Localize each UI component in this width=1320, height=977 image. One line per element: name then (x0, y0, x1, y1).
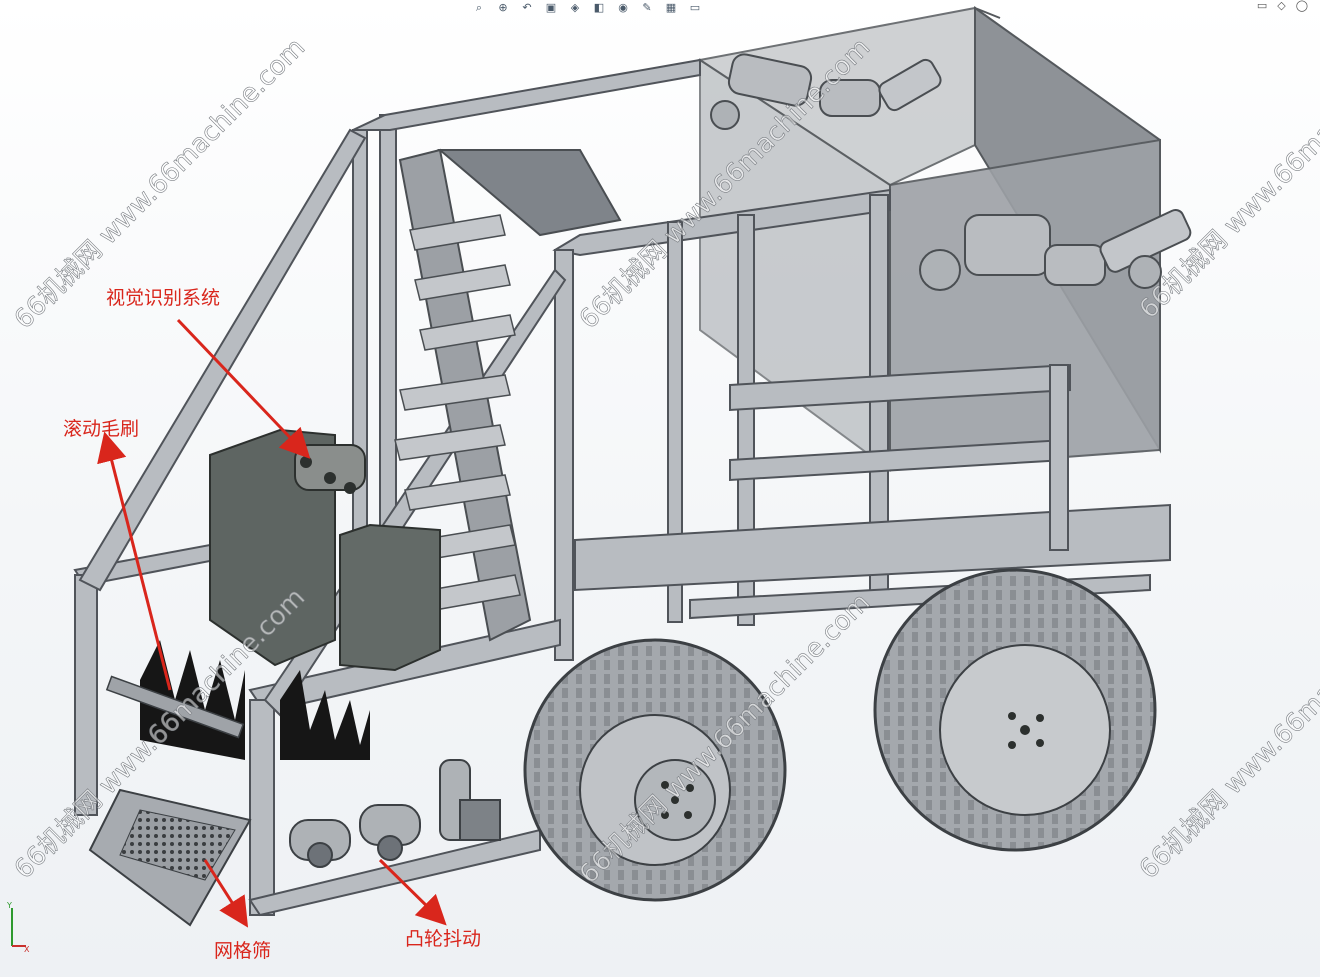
watermark-text: 66机械网 www.66machine.com (1134, 23, 1320, 325)
elevator-conveyor (394, 148, 622, 642)
label-mesh-sieve: 网格筛 (214, 940, 272, 962)
view-settings-icon[interactable]: ▭ (689, 0, 701, 14)
heads-up-view-toolbar: ⌕ ⊕ ↶ ▣ ◈ ◧ ◉ ✎ ▦ ▭ (470, 0, 830, 14)
display-style-icon[interactable]: ◧ (593, 0, 605, 14)
mesh-sieve (88, 788, 252, 927)
wheel-rear (873, 568, 1157, 852)
watermark-text: 66机械网 www.66machine.com (1134, 583, 1320, 885)
section-view-icon[interactable]: ▣ (545, 0, 557, 14)
cam-shaker (289, 759, 501, 868)
axis-triad: Y X (6, 901, 30, 952)
arrow-cam (378, 858, 447, 926)
wheel-front (523, 638, 787, 902)
arrow-brush (97, 431, 172, 691)
label-vision-system: 视觉识别系统 (106, 287, 221, 309)
hide-show-icon[interactable]: ◉ (618, 0, 628, 14)
minimize-icon[interactable]: ▭ (1256, 0, 1268, 12)
restore-icon[interactable]: ◇ (1277, 0, 1286, 12)
previous-view-icon[interactable]: ↶ (522, 0, 532, 14)
zoom-area-icon[interactable]: ⊕ (498, 0, 508, 14)
view-orientation-icon[interactable]: ◈ (570, 0, 580, 14)
close-icon[interactable]: ◯ (1295, 0, 1308, 12)
motor-housing (209, 428, 441, 672)
arrow-sieve (203, 859, 249, 928)
label-rolling-brush: 滚动毛刷 (63, 418, 140, 440)
arrow-vision (176, 318, 311, 459)
zoom-to-fit-icon[interactable]: ⌕ (475, 0, 483, 14)
triad-x-label: X (24, 945, 30, 952)
window-controls: ▭ ◇ ◯ (1257, 0, 1308, 12)
label-cam-shaker: 凸轮抖动 (405, 928, 482, 950)
apply-scene-icon[interactable]: ▦ (665, 0, 677, 14)
triad-y-label: Y (6, 901, 12, 910)
edit-appearance-icon[interactable]: ✎ (642, 0, 652, 14)
hydraulic-actuators (710, 53, 1192, 291)
annotation-arrows (97, 318, 447, 928)
